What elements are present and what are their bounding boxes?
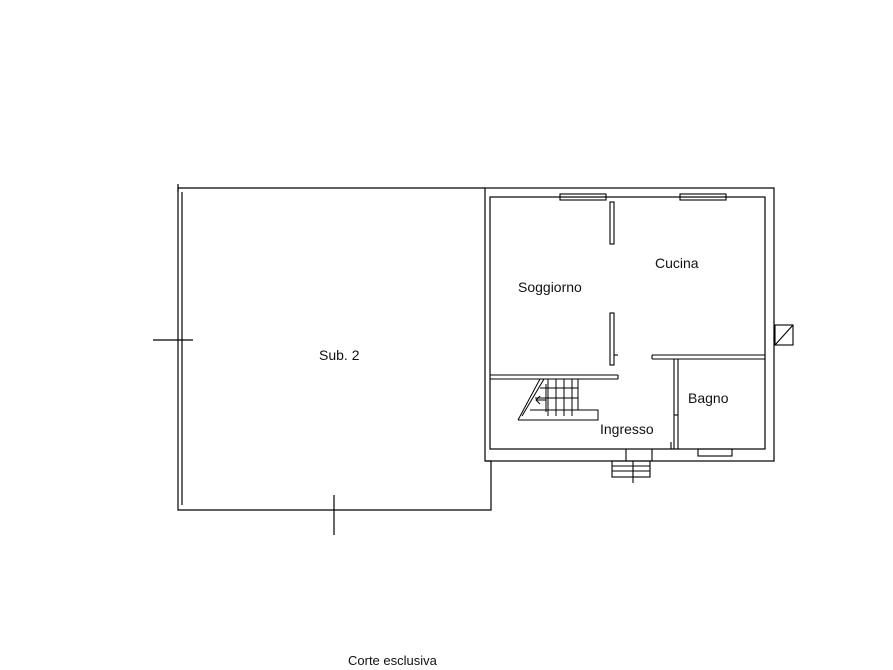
chimney-vent bbox=[774, 324, 794, 346]
label-bagno: Bagno bbox=[688, 390, 729, 406]
partition-upper bbox=[609, 201, 615, 245]
partition-lower bbox=[609, 312, 615, 366]
entry-steps bbox=[611, 460, 651, 478]
label-soggiorno: Soggiorno bbox=[518, 279, 582, 295]
window-bagno bbox=[697, 448, 733, 457]
window-soggiorno bbox=[559, 193, 607, 201]
house-inner-wall bbox=[489, 196, 766, 450]
label-sub2: Sub. 2 bbox=[319, 347, 360, 363]
stair-diagonal bbox=[521, 378, 545, 417]
label-ingresso: Ingresso bbox=[600, 421, 654, 437]
chimney-vent-diagonal bbox=[774, 324, 794, 346]
stair-arrow-head bbox=[535, 395, 541, 405]
stair-outline bbox=[517, 378, 599, 421]
label-cucina: Cucina bbox=[655, 255, 699, 271]
staircase bbox=[517, 378, 599, 421]
label-corte-esclusiva: Corte esclusiva bbox=[348, 653, 437, 668]
window-cucina bbox=[679, 193, 727, 201]
